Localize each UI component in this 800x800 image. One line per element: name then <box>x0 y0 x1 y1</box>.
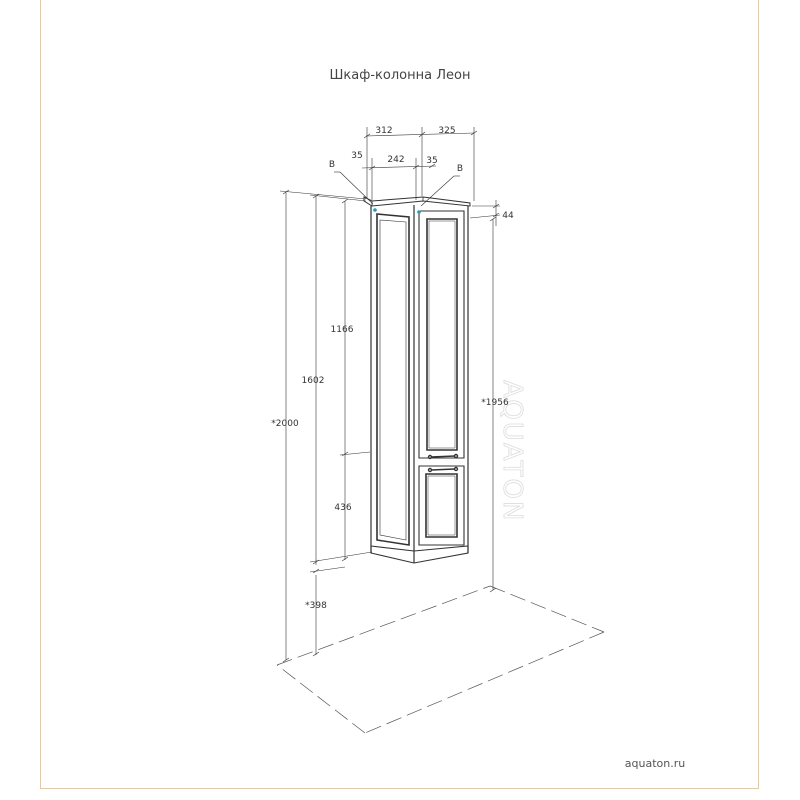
dim-offset-right: 35 <box>426 156 437 166</box>
hinge-marker-right <box>417 210 421 214</box>
left-dimension-lines <box>279 189 373 663</box>
cabinet-body <box>363 196 471 564</box>
hinge-marker-left <box>373 208 377 212</box>
door-handle-lower <box>427 466 459 473</box>
marker-label-right: B <box>457 164 463 174</box>
marker-label-left: B <box>329 160 335 170</box>
dim-cabinet-to-top: 1602 <box>302 376 325 386</box>
drawing-title: Шкаф-колонна Леон <box>330 68 471 83</box>
dim-inner-width: 242 <box>387 155 404 165</box>
top-dimension-lines <box>334 127 478 207</box>
dim-lower-door: 436 <box>334 503 351 513</box>
dim-depth-left: 312 <box>375 126 392 136</box>
dim-upper-door: 1166 <box>331 325 354 335</box>
top-gap-dimension <box>469 200 501 226</box>
watermark-text: AQUATON <box>497 380 527 522</box>
dim-total-height: *2000 <box>271 419 299 429</box>
website-label: aquaton.ru <box>625 757 685 770</box>
dim-depth-right: 325 <box>438 126 455 136</box>
page-frame <box>40 0 759 789</box>
dim-offset-left: 35 <box>351 151 362 161</box>
door-handle-upper <box>427 453 459 460</box>
right-height-dimension <box>489 216 497 593</box>
dim-floor-gap: *398 <box>305 601 327 611</box>
dim-top-gap: 44 <box>502 211 514 221</box>
floor-outline <box>276 585 605 734</box>
dim-height-right: *1956 <box>481 398 509 408</box>
